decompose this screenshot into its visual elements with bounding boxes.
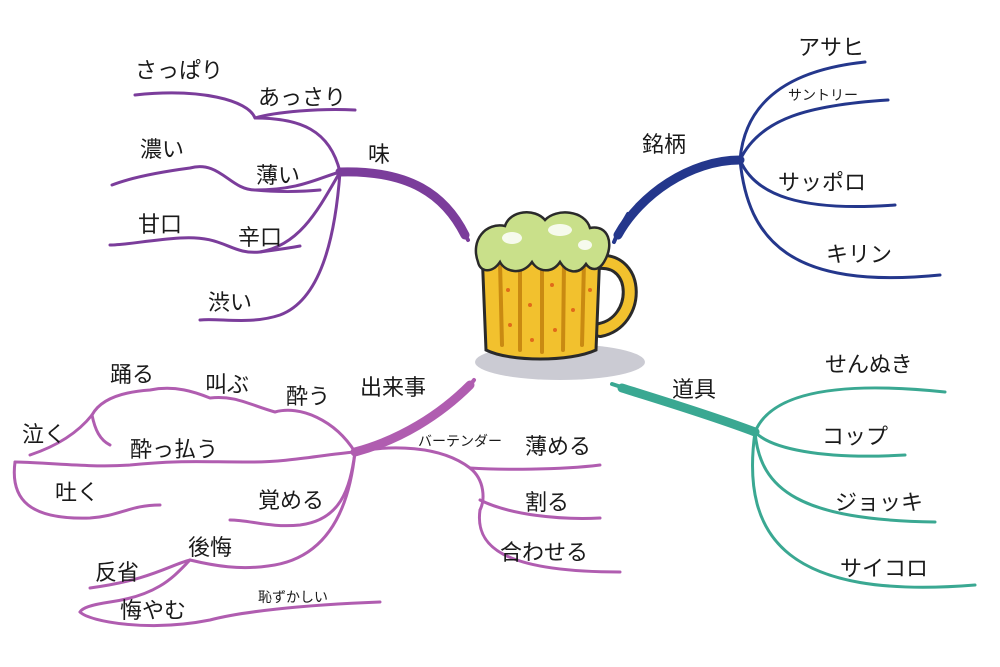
mug-foam-highlights: [502, 224, 592, 250]
events-word-waru: 割る: [525, 491, 569, 516]
events-line-naku: [28, 413, 94, 457]
events-line-hazukashii: [78, 600, 382, 627]
taste-line-sappari: [253, 107, 357, 120]
taste-word-amakuchi: 甘口: [138, 213, 182, 238]
taste-word-usui: 薄い: [256, 164, 300, 189]
events-word-hazukashii: 恥ずかしい: [258, 590, 328, 606]
taste-line-shibui: [198, 170, 342, 323]
events-word-koukai: 後悔: [188, 536, 232, 561]
brands-line-asahi: [738, 60, 867, 162]
events-line-you: [90, 386, 357, 454]
brands-word-suntory: サントリー: [788, 88, 858, 104]
events-word-you: 酔う: [286, 385, 330, 410]
brands-line-sapporo: [738, 158, 897, 209]
tools-line-saikoro: [751, 430, 977, 589]
branch-taste: 味 さっぱり あっさり 濃い 薄い 甘口 辛口 渋い: [108, 59, 470, 323]
tools-word-koppu: コップ: [822, 425, 888, 450]
taste-word-shibui: 渋い: [208, 291, 252, 316]
tools-label: 道具: [672, 378, 716, 403]
events-line-awaseru: [477, 508, 622, 574]
brands-line-kirin: [738, 158, 942, 280]
tools-main-line: [617, 383, 760, 437]
brands-label: 銘柄: [642, 133, 686, 158]
events-label: 出来事: [360, 376, 426, 401]
taste-word-koi: 濃い: [140, 138, 184, 163]
taste-label: 味: [368, 143, 390, 168]
brands-main-line-tip: [612, 212, 630, 244]
branch-events: 出来事 踊る 叫ぶ 酔う 泣く 酔っ払う 吐く 覚める 後悔 反省 悔やむ 恥ず…: [12, 363, 622, 627]
mug-stripes: [498, 260, 586, 354]
tools-line-koppu: [753, 430, 907, 458]
taste-word-sappari: さっぱり: [135, 59, 223, 84]
events-word-naku: 泣く: [22, 423, 66, 448]
events-word-sameru: 覚める: [258, 489, 324, 514]
tools-line-sennuki: [753, 386, 947, 434]
events-line-bartender: [353, 446, 485, 512]
events-word-hansei: 反省: [95, 561, 139, 586]
taste-line-koi: [110, 165, 342, 192]
tools-word-sennuki: せんぬき: [825, 353, 913, 378]
events-line-waru: [478, 498, 602, 520]
events-word-sakebu: 叫ぶ: [205, 373, 249, 398]
events-line-koukai: [88, 450, 357, 590]
events-word-kuyamu: 悔やむ: [120, 599, 186, 624]
tools-word-jokki: ジョッキ: [835, 491, 923, 516]
tools-word-saikoro: サイコロ: [840, 557, 928, 582]
tools-main-line-tip: [610, 382, 634, 392]
events-line-yopparau: [13, 450, 357, 468]
mug-handle-fill: [593, 256, 635, 335]
taste-main-line-tip: [446, 206, 470, 242]
events-main-line-tip: [454, 378, 476, 402]
events-word-usumeru: 薄める: [525, 435, 591, 460]
events-word-haku: 吐く: [55, 481, 99, 506]
brands-word-sapporo: サッポロ: [778, 171, 866, 196]
events-word-yopparau: 酔っ払う: [130, 438, 218, 463]
events-line-kuyamu: [78, 558, 192, 614]
taste-line-usui: [253, 188, 322, 193]
branch-brands: 銘柄 アサヒ サントリー サッポロ キリン: [612, 36, 942, 280]
brands-main-line: [613, 155, 745, 240]
taste-line-karakuchi: [108, 170, 342, 254]
events-word-bartender: バーテンダー: [418, 434, 502, 450]
brands-word-asahi: アサヒ: [798, 36, 864, 61]
events-line-haku: [12, 460, 162, 520]
beer-mug-icon: [474, 211, 645, 380]
events-word-odoru: 踊る: [110, 363, 154, 388]
events-line-naku2: [90, 413, 112, 447]
mug-bubbles: [506, 283, 592, 342]
taste-word-assari: あっさり: [258, 86, 346, 111]
taste-main-line: [335, 167, 470, 240]
events-word-awaseru: 合わせる: [500, 541, 588, 566]
branch-tools: 道具 せんぬき コップ ジョッキ サイコロ: [610, 353, 977, 589]
brands-word-kirin: キリン: [826, 243, 892, 268]
events-line-usumeru: [468, 463, 602, 471]
tools-line-jokki: [753, 430, 937, 524]
taste-word-karakuchi: 辛口: [238, 226, 282, 251]
mug-foam: [474, 211, 611, 273]
brands-line-suntory: [738, 98, 890, 162]
taste-line-karakuchi-top: [258, 244, 302, 254]
